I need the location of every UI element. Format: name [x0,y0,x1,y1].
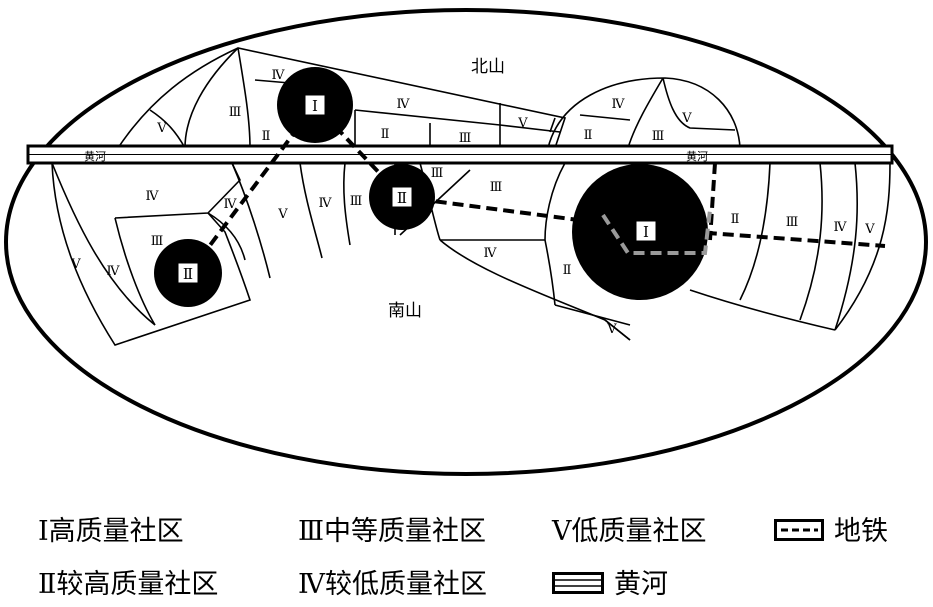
center-grade-north: Ⅰ [312,97,318,115]
legend-item-grade2: Ⅱ较高质量社区 [38,568,218,602]
zone-label: Ⅳ [484,246,498,261]
zone-label: Ⅱ [563,263,572,278]
zone-label: Ⅳ [834,220,848,235]
yellow-river [26,144,894,165]
legend-item-grade5: Ⅴ低质量社区 [552,515,707,549]
legend-label: Ⅴ低质量社区 [552,516,707,547]
legend-item-grade3: Ⅲ中等质量社区 [298,515,486,549]
zone-label: Ⅴ [517,116,528,131]
zone-label: Ⅳ [224,197,238,212]
zone-label: Ⅴ [70,257,81,272]
legend-label: 黄河 [614,569,668,600]
zone-label: Ⅲ [490,180,503,195]
zone-label: Ⅱ [262,129,271,144]
south-bank-districts [51,162,891,346]
zone-label: Ⅳ [107,264,121,279]
river-label-east: 黄河 [686,149,708,163]
legend-label: Ⅱ较高质量社区 [38,569,219,600]
metro-line-branch [708,162,717,241]
zone-label: Ⅱ [584,128,593,143]
legend-label: 地铁 [834,516,888,547]
river-label-west: 黄河 [84,149,106,163]
legend-item-grade4: Ⅳ较低质量社区 [298,568,487,602]
south-mountain-label: 南山 [388,301,422,321]
center-grade-west: Ⅱ [183,265,193,283]
zone-label: Ⅱ [731,212,740,227]
zone-label: Ⅳ [397,97,411,112]
center-grade-east: Ⅰ [643,223,649,241]
metro-swatch-icon [774,519,824,545]
metro-loop-east [601,209,712,255]
legend-item-metro: 地铁 [774,515,888,549]
river-swatch-icon [552,572,604,598]
center-label-boxes [177,94,657,284]
zone-label: Ⅳ [272,68,286,83]
zone-label: Ⅴ [606,322,617,337]
north-bank-districts [117,47,741,149]
zone-label: Ⅴ [864,222,875,237]
zone-label: Ⅴ [156,121,167,136]
zone-label: Ⅳ [146,189,160,204]
legend-item-river: 黄河 [552,568,668,602]
zone-label: Ⅲ [229,105,242,120]
zone-label: Ⅲ [459,131,472,146]
north-mountain-label: 北山 [471,57,505,77]
zone-label: Ⅴ [277,207,288,222]
legend-label: Ⅰ高质量社区 [38,516,184,547]
center-grade-middle: Ⅱ [397,189,407,207]
legend-label: Ⅳ较低质量社区 [298,569,487,600]
zone-label: Ⅲ [431,166,444,181]
zone-label: Ⅴ [681,111,692,126]
legend-item-grade1: Ⅰ高质量社区 [38,515,184,549]
zone-label: Ⅲ [652,129,665,144]
city-boundary-ellipse [4,8,928,476]
zone-label: Ⅳ [319,196,333,211]
legend-label: Ⅲ中等质量社区 [298,516,487,547]
zone-labels: Ⅳ Ⅲ Ⅴ Ⅱ Ⅳ Ⅱ Ⅲ Ⅴ Ⅳ Ⅴ Ⅱ Ⅲ Ⅳ Ⅳ Ⅲ Ⅴ Ⅳ Ⅴ Ⅳ Ⅲ … [70,68,875,337]
zone-label: Ⅳ [612,97,626,112]
zone-label: Ⅲ [350,194,363,209]
zone-label: Ⅲ [786,215,799,230]
zone-label: Ⅱ [381,127,390,142]
zone-label: Ⅲ [151,234,164,249]
